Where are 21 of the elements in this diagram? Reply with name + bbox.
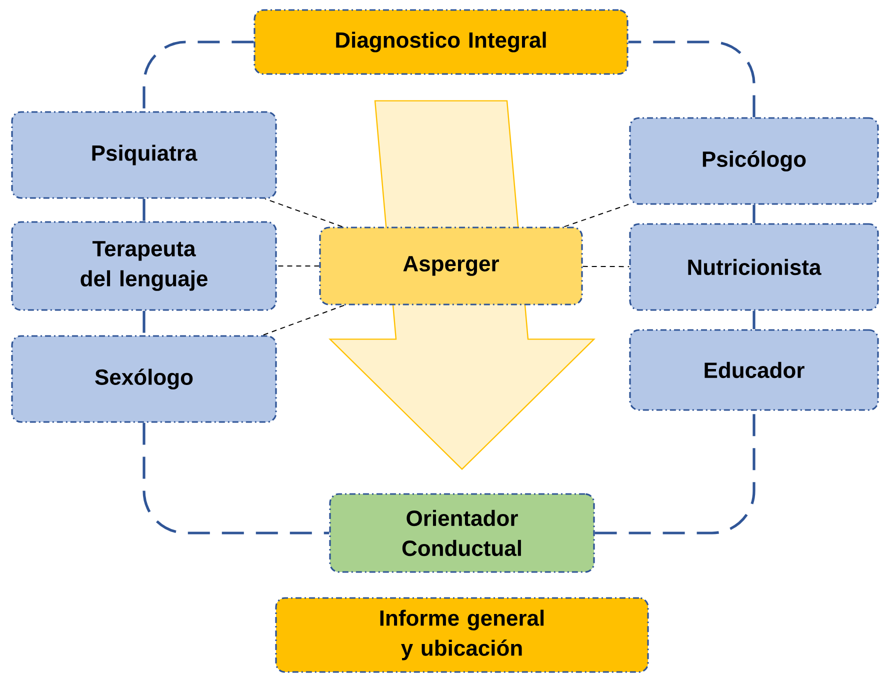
connector bbox=[582, 266, 630, 268]
connector bbox=[142, 310, 146, 336]
role-box: Nutricionista bbox=[629, 223, 879, 311]
heading-box: Diagnostico Integral bbox=[254, 9, 628, 75]
connector bbox=[628, 40, 756, 118]
center-box: Asperger bbox=[319, 226, 583, 306]
connector bbox=[262, 304, 345, 336]
connector bbox=[264, 198, 343, 228]
role-box: Terapeuta del lenguaje bbox=[11, 221, 277, 311]
role-box: Psiquiatra bbox=[11, 111, 277, 199]
role-box: Educador bbox=[629, 329, 879, 411]
connector bbox=[752, 310, 756, 330]
connector bbox=[142, 422, 330, 534]
connector bbox=[752, 204, 756, 224]
connector bbox=[564, 204, 630, 228]
connector bbox=[142, 198, 146, 222]
process-box: Orientador Conductual bbox=[329, 493, 595, 573]
role-box: Psicólogo bbox=[629, 117, 879, 205]
result-box: Informe general y ubicación bbox=[275, 597, 649, 673]
connector bbox=[142, 40, 254, 112]
role-box: Sexólogo bbox=[11, 335, 277, 423]
